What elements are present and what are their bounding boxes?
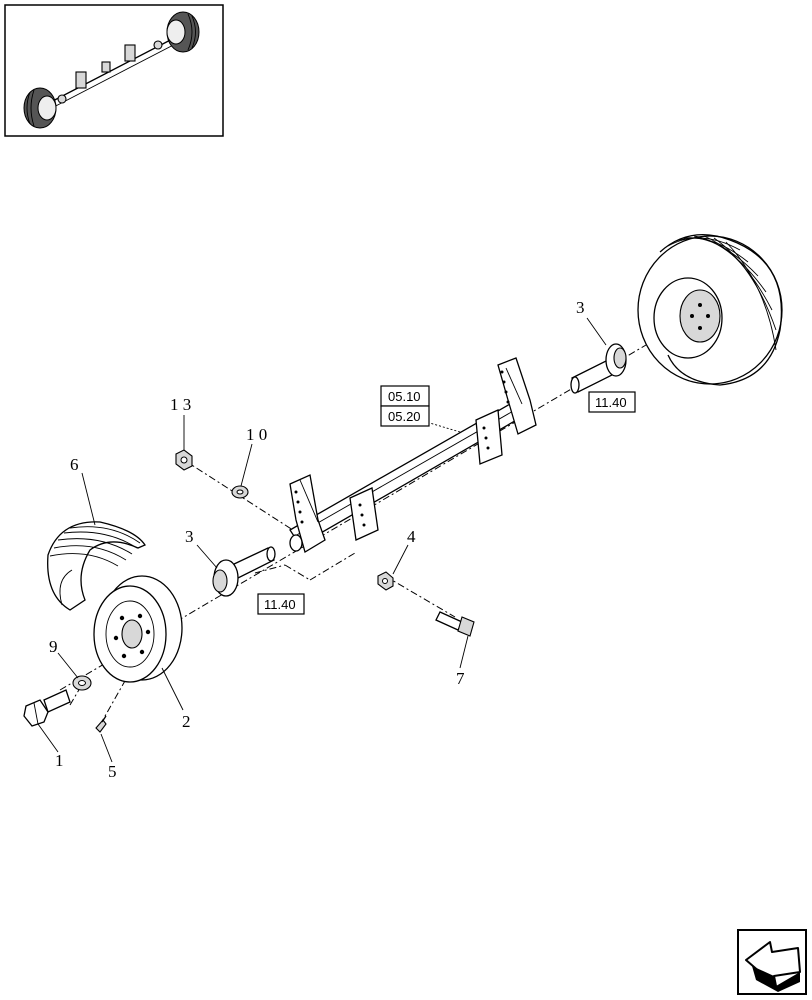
valve-5[interactable] xyxy=(95,715,107,733)
leader-lines xyxy=(37,317,607,763)
rim-2[interactable] xyxy=(93,575,183,683)
ref-0520-label: 05.20 xyxy=(388,409,421,424)
callout-1: 1 xyxy=(55,751,64,770)
left-hub-spindle[interactable] xyxy=(212,546,276,597)
callout-5: 5 xyxy=(108,762,117,781)
bolt-7[interactable] xyxy=(435,611,475,637)
right-hub-spindle[interactable] xyxy=(570,343,627,394)
ref-box-1140-left[interactable]: 11.40 xyxy=(257,593,305,615)
callout-13: 1 3 xyxy=(170,395,191,414)
right-wheel-assembly[interactable] xyxy=(637,234,783,386)
callout-7: 7 xyxy=(456,669,465,688)
callout-2: 2 xyxy=(182,712,191,731)
thumbnail-wheel-right xyxy=(166,11,200,53)
ref-box-1140-right[interactable]: 11.40 xyxy=(588,391,636,413)
ref-box-0510[interactable]: 05.10 xyxy=(380,385,430,407)
overview-thumbnail[interactable] xyxy=(4,4,224,137)
callout-3-left: 3 xyxy=(185,527,194,546)
callout-labels: 1 3 1 0 6 3 3 4 9 2 1 5 7 xyxy=(49,298,585,781)
nut-13[interactable] xyxy=(175,449,193,471)
nut-4[interactable] xyxy=(377,571,394,591)
callout-3-right: 3 xyxy=(576,298,585,317)
thumbnail-wheel-left xyxy=(23,87,57,129)
washer-9[interactable] xyxy=(72,675,92,691)
callout-6: 6 xyxy=(70,455,79,474)
back-arrow-icon[interactable] xyxy=(737,929,807,995)
wheel-bolt-1[interactable] xyxy=(23,689,71,727)
ref-1140-left-label: 11.40 xyxy=(264,597,296,612)
washer-10[interactable] xyxy=(231,485,249,499)
axle-bracket-right xyxy=(475,357,537,465)
axle-beam[interactable] xyxy=(289,357,537,553)
axle-bracket-left xyxy=(289,474,379,553)
callout-4: 4 xyxy=(407,527,416,546)
ref-0510-label: 05.10 xyxy=(388,389,421,404)
callout-9: 9 xyxy=(49,637,58,656)
callout-10: 1 0 xyxy=(246,425,267,444)
ref-1140-right-label: 11.40 xyxy=(595,395,627,410)
ref-box-0520[interactable]: 05.20 xyxy=(380,405,430,427)
tire-6[interactable] xyxy=(47,521,146,611)
